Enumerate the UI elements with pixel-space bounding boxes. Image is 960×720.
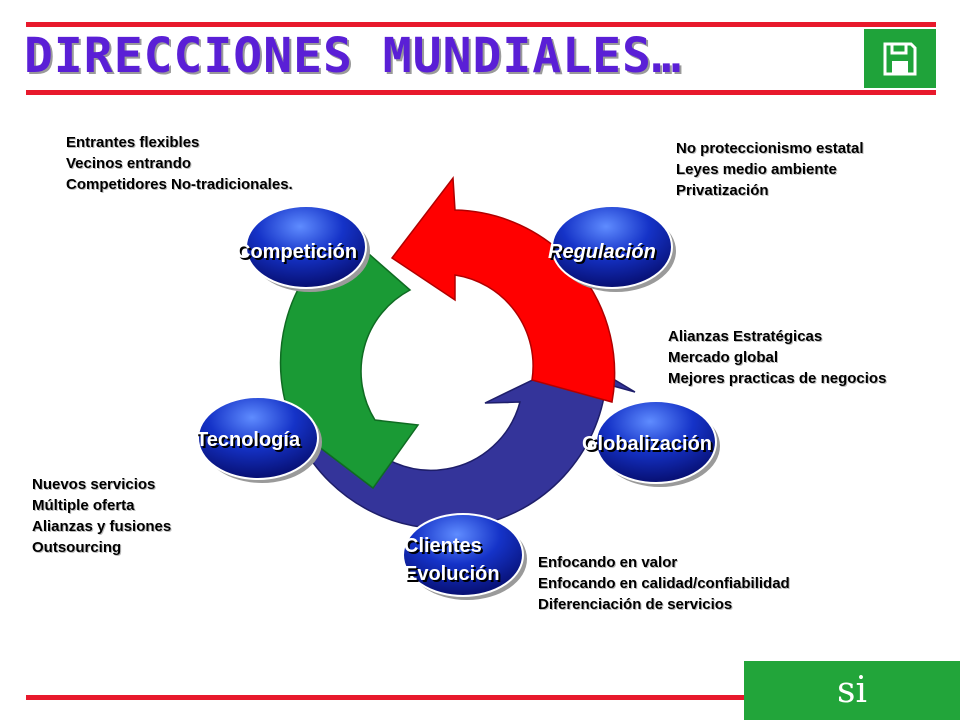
node-globalizacion[interactable] (595, 400, 720, 487)
note-line: Alianzas y fusiones (32, 518, 172, 535)
node-competicion[interactable] (245, 205, 370, 292)
note-line: Competidores No-tradicionales. (66, 176, 293, 193)
note-line: Outsourcing (32, 539, 122, 556)
note-line: Mejores practicas de negocios (668, 370, 887, 387)
notes-clientes: Enfocando en valor Enfocando en calidad/… (538, 552, 790, 615)
note-line: Nuevos servicios (32, 476, 156, 493)
note-line: Vecinos entrando (66, 155, 192, 172)
blue-arrow (298, 357, 636, 530)
node-label-competicion: Competición (236, 241, 358, 263)
note-line: Múltiple oferta (32, 497, 135, 514)
note-line: Mercado global (668, 349, 779, 366)
node-label-regulacion: Regulación (548, 241, 656, 263)
notes-tecnologia: Nuevos servicios Múltiple oferta Alianza… (32, 474, 171, 558)
page-title: DIRECCIONES MUNDIALES… (24, 28, 682, 84)
node-label-globalizacion: Globalización (582, 433, 713, 455)
node-label-evolucion: Evolución (404, 563, 500, 585)
si-label: si (837, 670, 867, 711)
note-line: Alianzas Estratégicas (668, 328, 823, 345)
bottom-rule (26, 695, 746, 700)
notes-competicion: Entrantes flexibles Vecinos entrando Com… (66, 132, 293, 195)
note-line: Diferenciación de servicios (538, 596, 733, 613)
node-tecnologia[interactable] (197, 396, 322, 483)
note-line: Leyes medio ambiente (676, 161, 837, 178)
si-button[interactable]: si (744, 661, 960, 720)
title-underline-rule (26, 90, 936, 95)
note-line: No proteccionismo estatal (676, 140, 864, 157)
notes-regulacion: No proteccionismo estatal Leyes medio am… (676, 138, 864, 201)
node-regulacion[interactable] (551, 205, 676, 292)
note-line: Enfocando en calidad/confiabilidad (538, 575, 790, 592)
top-rule (26, 22, 936, 27)
node-clientes[interactable] (402, 513, 527, 600)
notes-globalizacion: Alianzas Estratégicas Mercado global Mej… (668, 326, 886, 389)
save-button[interactable] (864, 29, 936, 88)
note-line: Entrantes flexibles (66, 134, 200, 151)
note-line: Privatización (676, 182, 769, 199)
note-line: Enfocando en valor (538, 554, 678, 571)
node-label-tecnologia: Tecnología (196, 429, 301, 451)
red-arrow (390, 175, 616, 403)
floppy-disk-icon (883, 42, 917, 75)
node-label-clientes: Clientes (404, 535, 482, 557)
